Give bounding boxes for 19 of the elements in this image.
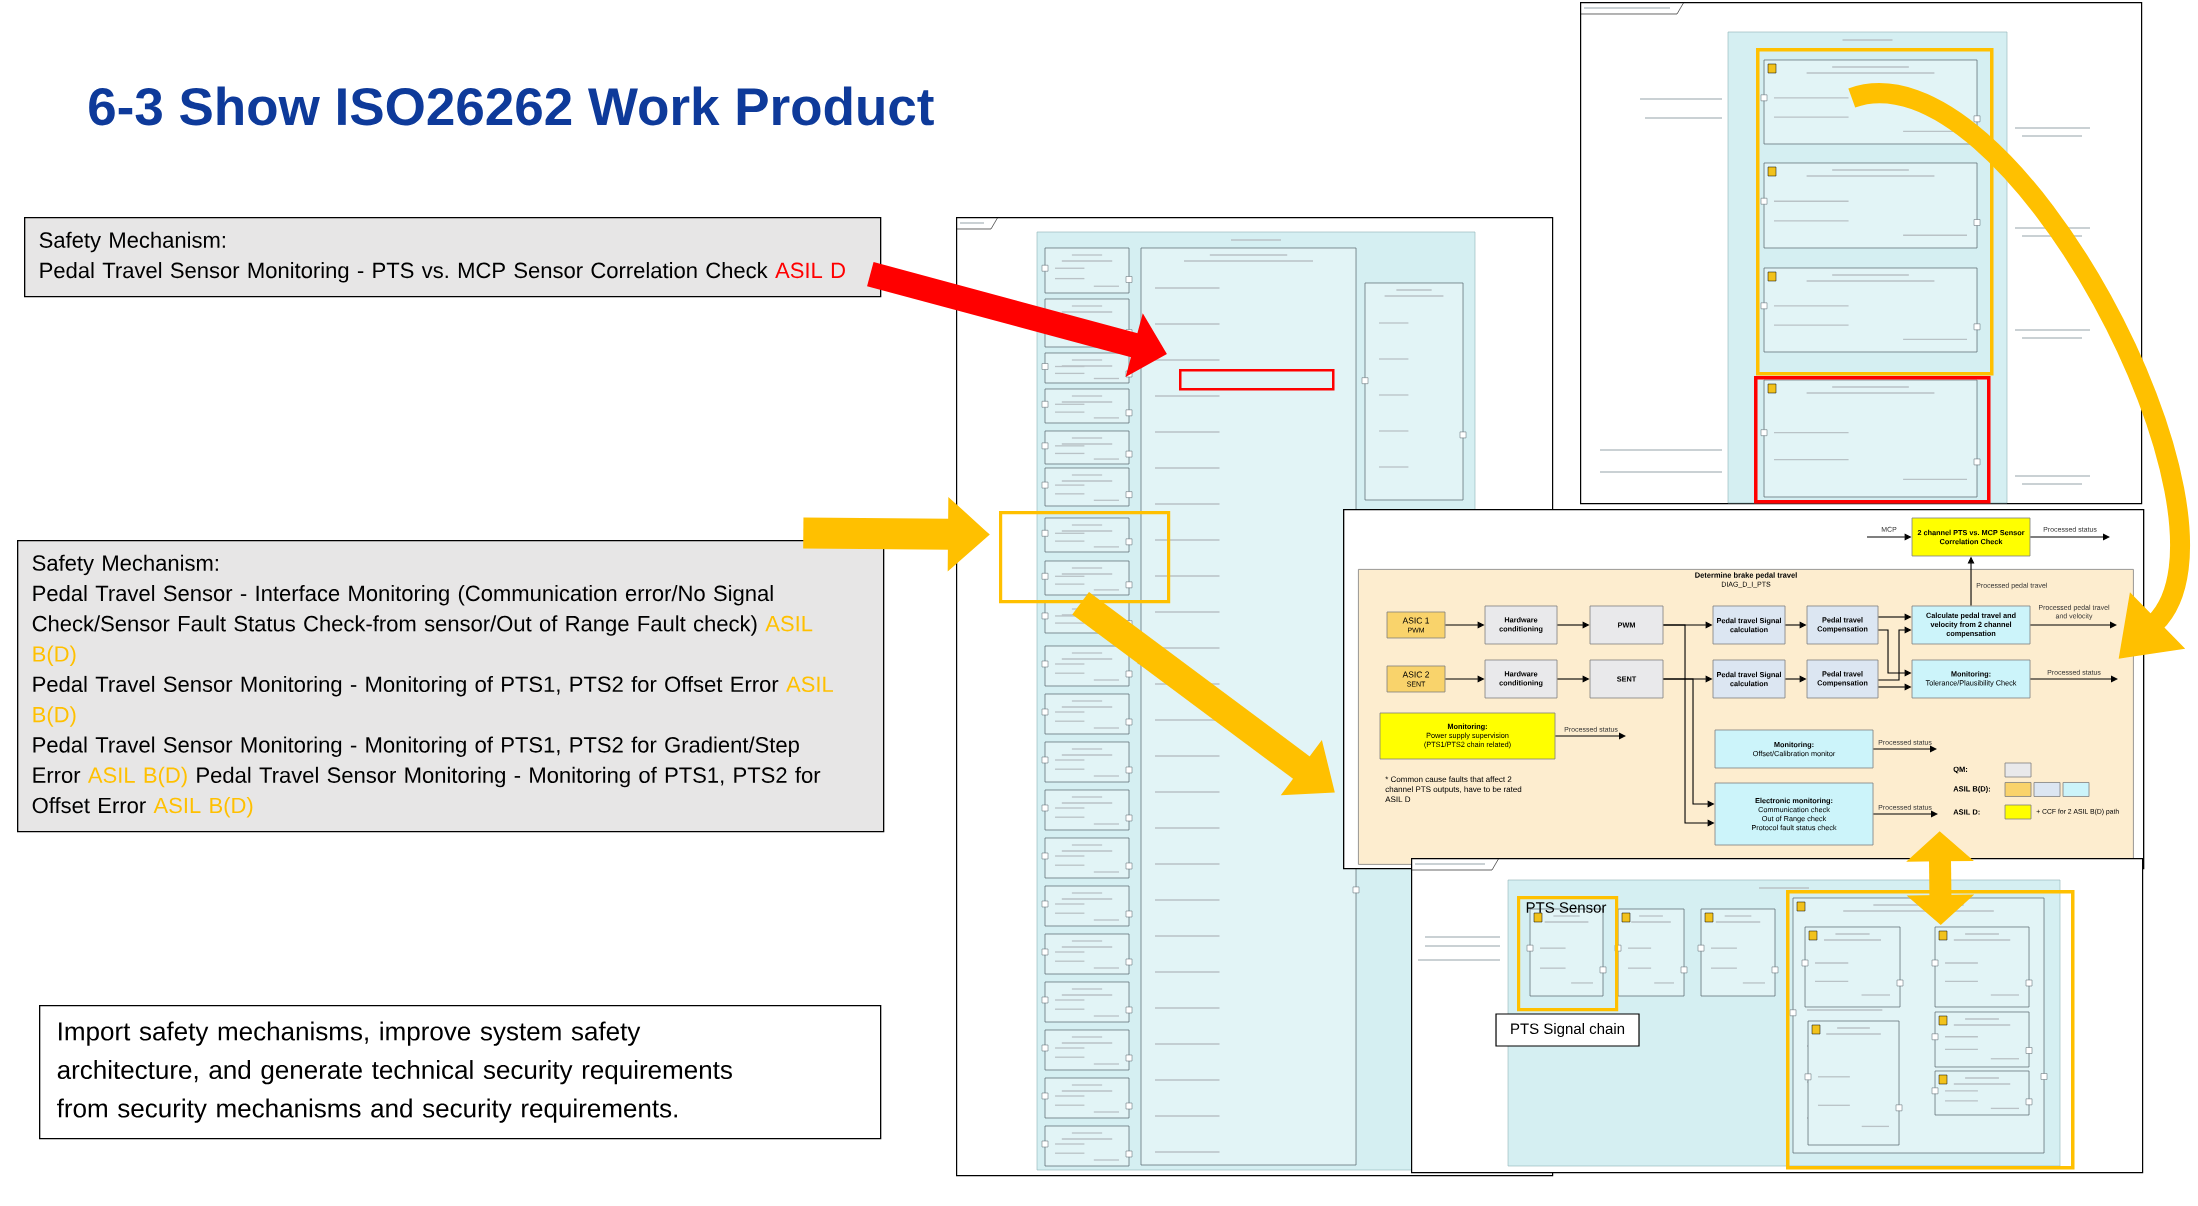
highlight-box <box>1754 376 1991 504</box>
highlight-box <box>1179 369 1335 391</box>
text-box: Import safety mechanisms, improve system safety architecture, and generate technical security requirements from security mechanisms and security requirements. <box>39 1005 882 1140</box>
arrow <box>1872 745 1937 753</box>
title: 6-3 Show ISO26262 Work Product <box>89 86 934 126</box>
screenshot <box>1579 1 2143 505</box>
arrow <box>2029 533 2110 541</box>
arrow <box>1554 732 1626 740</box>
highlight-box <box>1786 890 2075 1170</box>
arrow <box>1872 810 1938 818</box>
text-box: Safety Mechanism: Pedal Travel Sensor Monitoring - PTS vs. MCP Sensor Correlation Check ASIL D <box>24 217 882 298</box>
note: * Common cause faults that affect 2 channel PTS outputs, have to be rated ASIL D <box>1385 776 1522 803</box>
text-box: Safety Mechanism: Pedal Travel Sensor - Interface Monitoring (Communication error/No Signal Check/Sensor Fault Status Check-from sensor/Out of Range Fault check) ASIL B(D) Pedal Travel Sensor Monitoring - Monitoring of PTS1, PTS2 for Offset Error ASIL B(D) Pedal Travel Sensor Monitoring - Monitoring of PTS1, PTS2 for Gradient/Step Error ASIL B(D) Pedal Travel Sensor Monitoring - Monitoring of PTS1, PTS2 for Offset Error ASIL B(D) <box>17 540 885 833</box>
arrow <box>2029 675 2118 683</box>
screenshot <box>1410 857 2144 1174</box>
callout-box: PTS Signal chain <box>1495 1013 1640 1047</box>
arrow <box>2029 621 2117 629</box>
highlight-box <box>1756 48 1994 376</box>
highlight-box: PTS Sensor <box>1517 896 1619 1012</box>
